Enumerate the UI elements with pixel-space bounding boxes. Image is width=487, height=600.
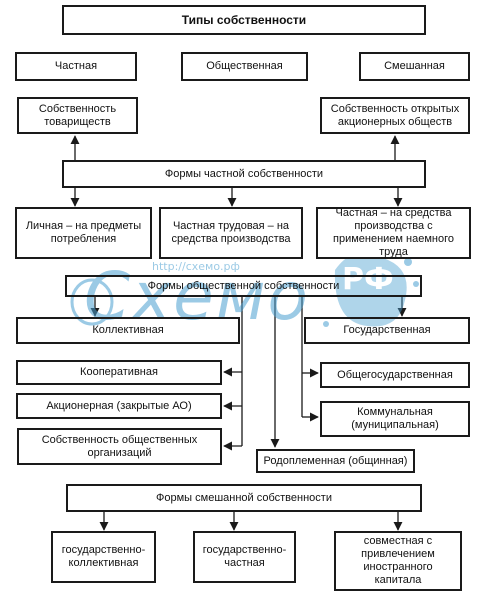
type-mixed-label: Смешанная	[384, 60, 445, 72]
cooperative-label: Кооперативная	[80, 366, 158, 378]
partnerships-label: Собственность товариществ	[38, 102, 117, 128]
public-forms-box: Формы общественной собственности	[65, 275, 422, 297]
types-title-box: Типы собственности	[62, 5, 426, 35]
state-private-label: государственно-частная	[202, 544, 287, 569]
mixed-forms-box: Формы смешанной собственности	[66, 484, 422, 512]
tribal-box: Родоплеменная (общинная)	[256, 449, 415, 473]
national-box: Общегосударственная	[320, 362, 470, 388]
type-public-box: Общественная	[181, 52, 308, 81]
type-private-label: Частная	[54, 60, 98, 72]
private-forms-title: Формы частной собственности	[164, 167, 324, 180]
state-private-box: государственно-частная	[193, 531, 296, 583]
hired-labour-ownership-box: Частная – на средства производства с при…	[316, 207, 471, 259]
joint-foreign-label: совместная с привлечением иностранного к…	[361, 535, 435, 586]
jsc-closed-label: Акционерная (закрытые АО)	[46, 399, 192, 412]
tribal-label: Родоплеменная (общинная)	[263, 454, 408, 467]
public-organizations-label: Собственность общественных организаций	[41, 433, 198, 459]
type-mixed-box: Смешанная	[359, 52, 470, 81]
state-collective-label: государственно-коллективная	[61, 544, 146, 569]
municipal-label: Коммунальная (муниципальная)	[351, 406, 439, 431]
collective-label: Коллективная	[92, 324, 164, 336]
collective-box: Коллективная	[16, 317, 240, 344]
hired-labour-ownership-label: Частная – на средства производства с при…	[333, 207, 454, 258]
public-organizations-box: Собственность общественных организаций	[17, 428, 222, 465]
state-label: Государственная	[343, 324, 431, 336]
open-jsc-label: Собственность открытых акционерных общес…	[330, 102, 460, 128]
type-private-box: Частная	[15, 52, 137, 81]
watermark-rf: РФ	[342, 262, 394, 297]
jsc-closed-box: Акционерная (закрытые АО)	[16, 393, 222, 419]
state-box: Государственная	[304, 317, 470, 344]
cooperative-box: Кооперативная	[16, 360, 222, 385]
type-public-label: Общественная	[206, 60, 283, 72]
open-jsc-box: Собственность открытых акционерных общес…	[320, 97, 470, 134]
labour-ownership-label: Частная трудовая – на средства производс…	[171, 220, 291, 245]
municipal-box: Коммунальная (муниципальная)	[320, 401, 470, 437]
watermark-url: http://схемо.рф	[152, 260, 240, 273]
watermark-splash-icon	[70, 252, 419, 327]
partnerships-box: Собственность товариществ	[17, 97, 138, 134]
labour-ownership-box: Частная трудовая – на средства производс…	[159, 207, 303, 259]
personal-ownership-box: Личная – на предметы потребления	[15, 207, 152, 259]
public-forms-title: Формы общественной собственности	[147, 279, 340, 292]
types-title: Типы собственности	[181, 12, 307, 27]
state-collective-box: государственно-коллективная	[51, 531, 156, 583]
mixed-forms-title: Формы смешанной собственности	[156, 491, 332, 504]
personal-ownership-label: Личная – на предметы потребления	[25, 220, 142, 245]
national-label: Общегосударственная	[337, 368, 453, 381]
private-forms-box: Формы частной собственности	[62, 160, 426, 188]
joint-foreign-box: совместная с привлечением иностранного к…	[334, 531, 462, 591]
